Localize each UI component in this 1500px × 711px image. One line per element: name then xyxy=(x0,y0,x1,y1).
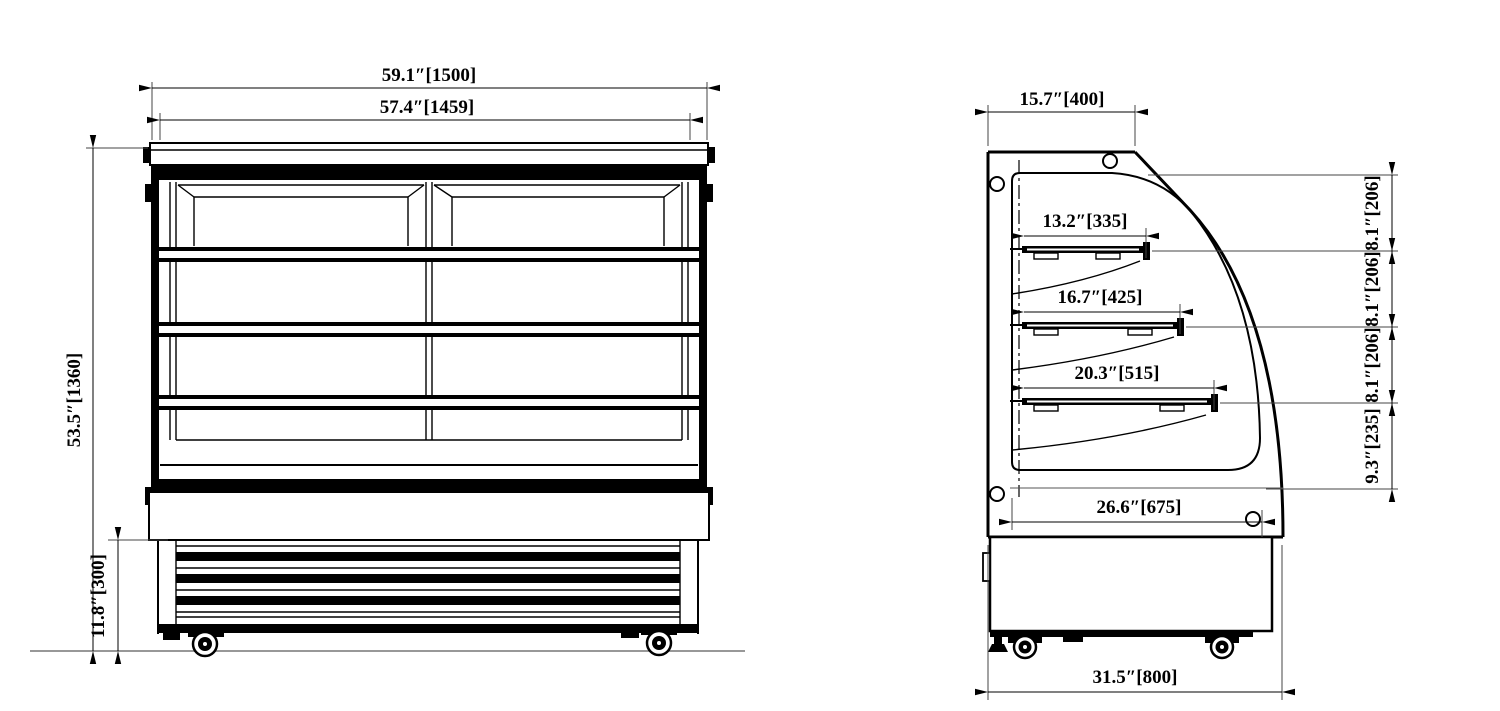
bumper-stripe xyxy=(151,479,707,492)
hole xyxy=(989,486,1005,502)
dim-overall-height: 53.5″[1360] xyxy=(64,353,85,447)
dim-overall-depth: 31.5″[800] xyxy=(1093,667,1178,688)
shelf-band-3 xyxy=(159,395,699,410)
display-cavity xyxy=(1011,172,1262,471)
side-view-dimensions: 15.7″[400] 13.2″[335] 16.7″[425] 20.3″[5… xyxy=(975,89,1398,700)
top-canopy-bar xyxy=(151,165,707,180)
rear-bracket xyxy=(982,552,991,582)
side-shelf-3 xyxy=(1010,394,1218,451)
front-view-dimensions: 59.1″[1500] 57.4″[1459] 53.5″[1360] 11.8… xyxy=(64,65,720,664)
front-casters xyxy=(163,628,677,658)
leveling-foot xyxy=(994,637,1002,646)
dim-inner-width: 57.4″[1459] xyxy=(380,97,474,118)
vent-grille xyxy=(157,540,699,634)
leveling-foot xyxy=(163,632,180,640)
shelf-band-2 xyxy=(159,322,699,337)
leveling-foot xyxy=(621,630,639,638)
dim-deck-spacing: 9.3″[235] xyxy=(1362,408,1383,483)
dim-shelf-1-depth: 13.2″[335] xyxy=(1043,211,1128,232)
base-band xyxy=(148,491,710,541)
dim-base-height: 11.8″[300] xyxy=(88,554,109,638)
hole xyxy=(1102,153,1118,169)
curved-glass-front xyxy=(1133,150,1285,538)
side-base xyxy=(982,535,1274,660)
dim-shelf-2-depth: 16.7″[425] xyxy=(1058,287,1143,308)
hole xyxy=(989,176,1005,192)
shelf-band-1 xyxy=(159,247,699,262)
top-cap xyxy=(149,142,709,166)
dim-shelf-spacing-mid: 8.1″[206] xyxy=(1362,251,1383,326)
hinge-nub xyxy=(706,184,713,202)
side-view xyxy=(982,150,1285,660)
dim-shelf-3-depth: 20.3″[515] xyxy=(1075,363,1160,384)
dim-deck-depth: 26.6″[675] xyxy=(1097,497,1182,518)
hole xyxy=(1245,511,1261,527)
dim-top-depth: 15.7″[400] xyxy=(1020,89,1105,110)
hinge-nub xyxy=(145,184,152,202)
dim-shelf-spacing-low: 8.1″[206] xyxy=(1362,327,1383,402)
dim-shelf-spacing-top: 8.1″[206] xyxy=(1362,175,1383,250)
dim-overall-width: 59.1″[1500] xyxy=(382,65,476,86)
glass-pane-row1 xyxy=(177,184,681,246)
front-view xyxy=(30,142,745,658)
